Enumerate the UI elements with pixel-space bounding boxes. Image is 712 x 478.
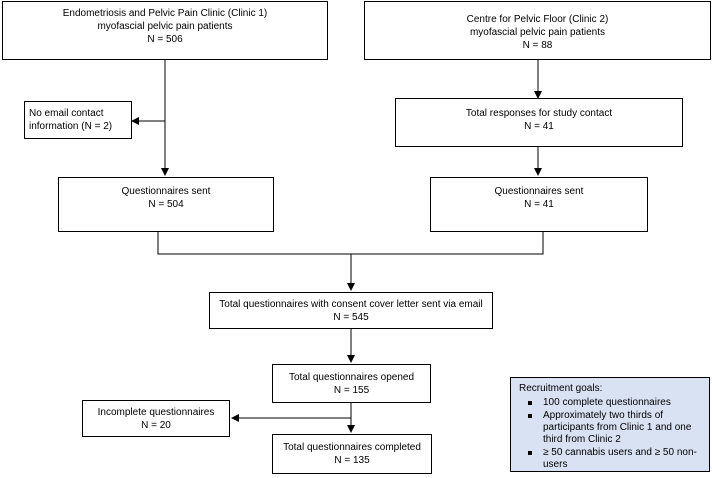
- opened-count: N = 155: [333, 385, 370, 396]
- recruitment-goals-list: 100 complete questionnaires Approximatel…: [519, 397, 703, 471]
- clinic2-count: N = 88: [522, 40, 553, 51]
- recruitment-goals-box: Recruitment goals: 100 complete question…: [510, 377, 710, 472]
- total-sent-box: Total questionnaires with consent cover …: [209, 292, 493, 329]
- total-sent-count: N = 545: [333, 312, 369, 323]
- completed-label: Total questionnaires completed: [283, 442, 421, 453]
- sent2-count: N = 41: [524, 199, 554, 210]
- responses-label: Total responses for study contact: [465, 108, 613, 119]
- clinic2-population: myofascial pelvic pain patients: [469, 27, 606, 38]
- responses-count: N = 41: [524, 121, 554, 132]
- opened-label: Total questionnaires opened: [288, 372, 415, 383]
- responses-box: Total responses for study contact N = 41: [395, 98, 683, 147]
- recruitment-goals-title: Recruitment goals:: [519, 383, 603, 394]
- clinic1-population: myofascial pelvic pain patients: [97, 21, 233, 32]
- completed-box: Total questionnaires completed N = 135: [272, 434, 432, 474]
- goal-item: Approximately two thirds of participants…: [519, 410, 703, 446]
- clinic2-box: Centre for Pelvic Floor (Clinic 2) myofa…: [364, 1, 711, 60]
- no-email-line2: information (N = 2): [29, 121, 113, 132]
- clinic1-name: Endometriosis and Pelvic Pain Clinic (Cl…: [62, 8, 268, 19]
- sent1-box: Questionnaires sent N = 504: [58, 177, 274, 232]
- clinic1-box: Endometriosis and Pelvic Pain Clinic (Cl…: [2, 1, 328, 60]
- sent1-count: N = 504: [148, 199, 184, 210]
- no-email-line1: No email contact: [29, 108, 104, 119]
- sent2-label: Questionnaires sent: [494, 186, 584, 197]
- goal-item: 100 complete questionnaires: [519, 397, 703, 409]
- incomplete-box: Incomplete questionnaires N = 20: [82, 400, 230, 437]
- no-email-box: No email contact information (N = 2): [24, 101, 132, 139]
- sent2-box: Questionnaires sent N = 41: [430, 177, 648, 232]
- clinic2-name: Centre for Pelvic Floor (Clinic 2): [466, 14, 609, 25]
- merge-line: [157, 232, 544, 255]
- incomplete-label: Incomplete questionnaires: [97, 407, 215, 418]
- total-sent-label: Total questionnaires with consent cover …: [219, 299, 483, 310]
- goal-item: ≥ 50 cannabis users and ≥ 50 non-users: [519, 447, 703, 471]
- clinic1-count: N = 506: [147, 34, 183, 45]
- sent1-label: Questionnaires sent: [121, 186, 211, 197]
- incomplete-count: N = 20: [141, 420, 171, 431]
- opened-box: Total questionnaires opened N = 155: [272, 364, 431, 403]
- completed-count: N = 135: [334, 455, 370, 466]
